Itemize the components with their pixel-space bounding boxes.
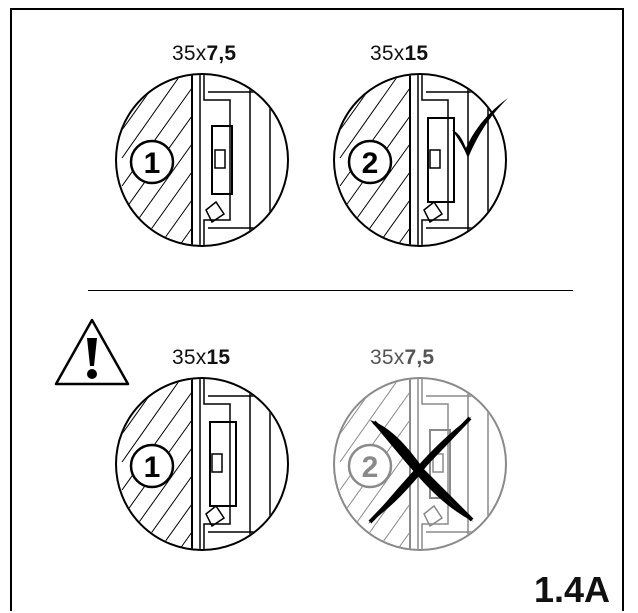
diagram-frame xyxy=(10,8,624,611)
cross-mark-icon xyxy=(368,416,474,524)
warning-triangle-icon xyxy=(54,318,130,386)
size-label-top-right: 35x15 xyxy=(370,42,429,65)
size-label-bottom-left: 35x15 xyxy=(172,346,231,369)
step-number-top-right: 2 xyxy=(362,147,379,180)
checkmark-icon xyxy=(452,98,508,158)
size-label-bottom-right: 35x7,5 xyxy=(370,346,435,369)
step-number-bottom-left: 1 xyxy=(144,451,161,484)
section-divider xyxy=(88,290,573,291)
figure-code: 1.4A xyxy=(533,569,610,610)
step-number-top-left: 1 xyxy=(144,147,161,180)
detail-circle-top-right: 2 xyxy=(333,73,507,247)
detail-circle-bottom-left: 1 xyxy=(115,377,289,551)
size-label-top-left: 35x7,5 xyxy=(172,42,237,65)
detail-circle-top-left: 1 xyxy=(115,73,289,247)
step-number-bottom-right: 2 xyxy=(362,451,379,484)
